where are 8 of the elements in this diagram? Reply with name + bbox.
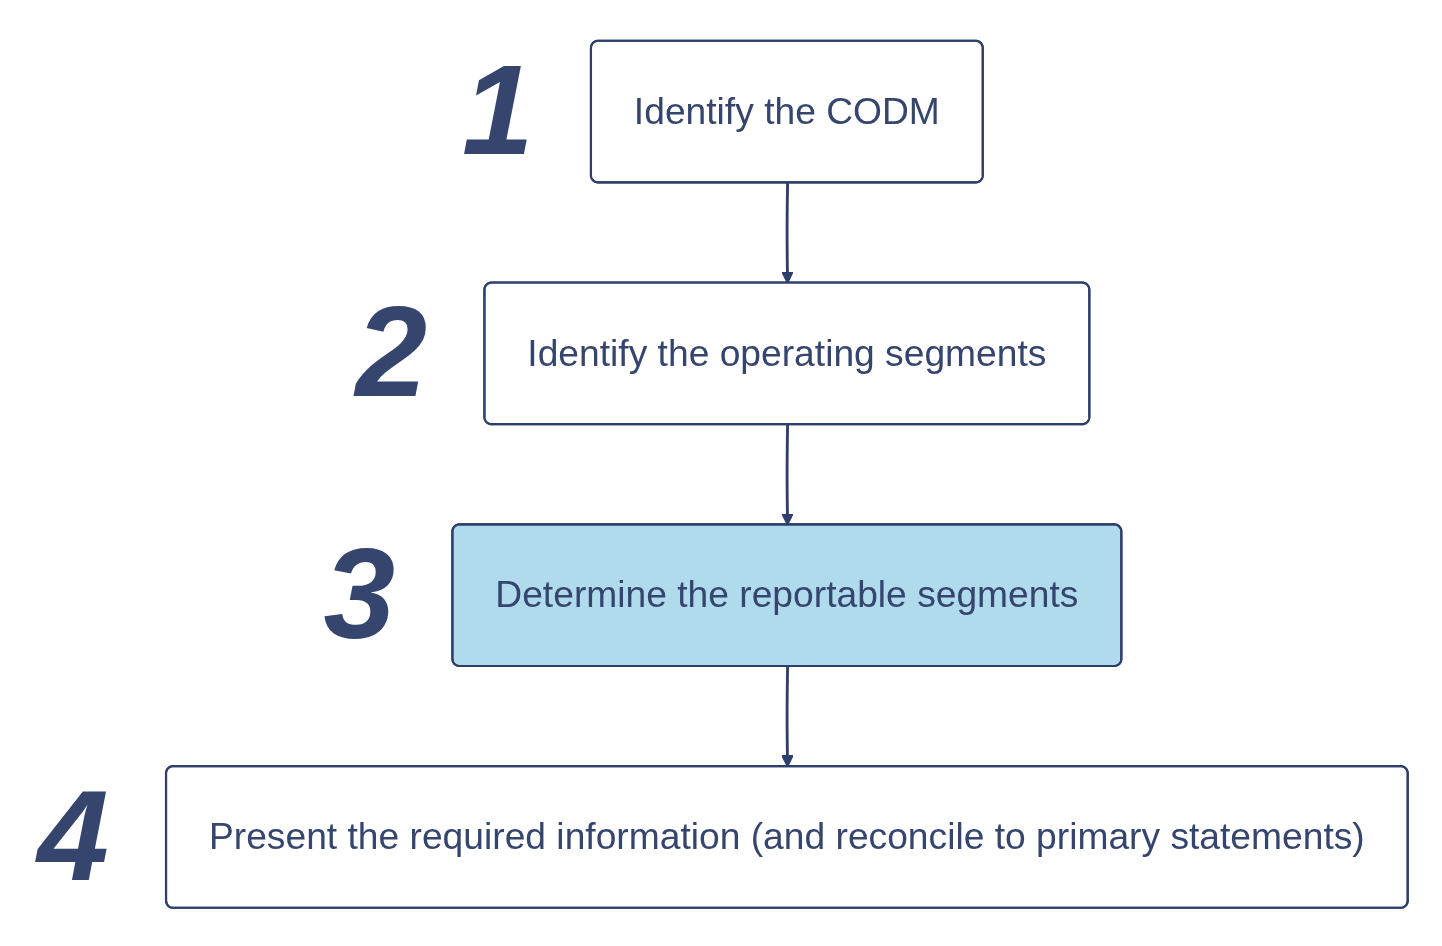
step-number: 3 <box>323 521 396 666</box>
process-box: Determine the reportable segments <box>451 523 1123 668</box>
step-number: 1 <box>462 37 534 182</box>
process-box: Present the required information (and reconcile to primary statements) <box>164 765 1409 909</box>
step-number: 2 <box>355 279 428 424</box>
step-number: 4 <box>37 762 109 907</box>
process-box: Identify the CODM <box>589 39 984 184</box>
process-box: Identify the operating segments <box>483 281 1091 426</box>
